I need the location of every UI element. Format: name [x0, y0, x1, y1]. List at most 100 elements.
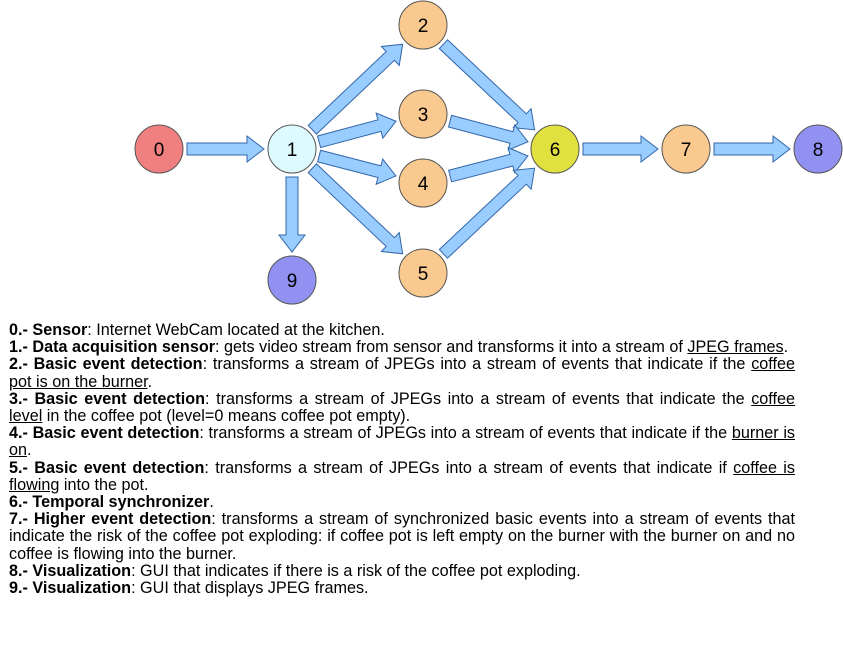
arrow-3-to-6	[447, 114, 529, 151]
legend-emphasis: coffee level	[9, 389, 796, 426]
legend-entry-3: 3.- Basic event detection: transforms a …	[9, 389, 796, 426]
legend-description: : transforms a stream of JPEGs into a st…	[205, 389, 752, 408]
edges-layer	[186, 39, 791, 259]
node-4-label: 4	[418, 174, 429, 195]
legend-number: 5.-	[9, 458, 28, 477]
legend-term: Temporal synchronizer	[32, 493, 210, 512]
legend-term: Data acquisition sensor	[32, 338, 216, 357]
node-5-circle	[398, 248, 448, 298]
legend-description: : transforms a stream of JPEGs into a st…	[204, 458, 734, 477]
legend-emphasis: coffee is flowing	[9, 458, 795, 494]
node-0-label: 0	[154, 140, 165, 161]
node-9: 9	[267, 255, 317, 305]
legend-emphasis: coffee pot is on the burner	[9, 355, 795, 391]
legend-entry-9: 9.- Visualization: GUI that displays JPE…	[9, 579, 795, 598]
arrow-5-to-6	[438, 167, 536, 259]
legend-term: Basic event detection	[32, 424, 200, 443]
legend-entry-6: 6.- Temporal synchronizer.	[9, 493, 795, 512]
arrow-1-to-4	[316, 149, 397, 186]
node-9-label: 9	[287, 271, 298, 292]
arrow-1-to-2	[307, 43, 404, 135]
legend-heading: 6.- Temporal synchronizer	[9, 493, 209, 511]
legend-description: : GUI that indicates if there is a risk …	[131, 561, 581, 580]
legend-description: : GUI that displays JPEG frames.	[131, 579, 369, 598]
node-2-circle	[398, 0, 448, 50]
arrow-1-to-9	[277, 176, 307, 253]
node-0: 0	[134, 124, 184, 174]
legend-description-end: in the coffee pot (level=0 means coffee …	[42, 407, 411, 426]
legend-number: 3.-	[9, 389, 28, 408]
legend-description: : transforms a stream of JPEGs into a st…	[202, 355, 752, 374]
legend-description-end: .	[147, 372, 153, 391]
legend-description: : transforms a stream of synchronized ba…	[9, 510, 796, 563]
legend-emphasis: burner is on	[9, 424, 796, 460]
legend-number: 2.-	[9, 355, 28, 374]
legend-heading: 9.- Visualization	[9, 579, 131, 597]
legend-description-end: into the pot.	[59, 475, 149, 494]
legend-entry-7: 7.- Higher event detection: transforms a…	[9, 511, 795, 563]
arrow-0-to-1	[186, 134, 265, 164]
arrow-4-to-6	[448, 146, 529, 183]
legend-number: 4.-	[9, 424, 28, 443]
node-7-label: 7	[681, 140, 692, 161]
legend-term: Basic event detection	[34, 389, 206, 408]
legend-term: Visualization	[32, 579, 132, 598]
node-3-label: 3	[418, 105, 429, 126]
nodes-layer: 0 1 2 3 4 5 6 7 8 9	[134, 0, 843, 305]
node-5: 5	[398, 248, 448, 298]
legend-heading: 7.- Higher event detection	[9, 510, 211, 528]
node-6-label: 6	[550, 140, 561, 161]
node-1-circle	[267, 124, 317, 174]
node-7-circle	[661, 124, 711, 174]
arrow-2-to-6	[438, 39, 536, 131]
legend-term: Higher event detection	[33, 510, 212, 529]
node-6: 6	[530, 124, 580, 174]
legend-entry-4: 4.- Basic event detection: transforms a …	[9, 424, 796, 460]
legend-description-end: .	[27, 441, 32, 460]
node-2-label: 2	[418, 16, 429, 37]
node-1-label: 1	[287, 140, 298, 161]
legend-entry-1: 1.- Data acquisition sensor: gets video …	[9, 339, 795, 356]
legend-term: Visualization	[32, 561, 132, 580]
legend-heading: 1.- Data acquisition sensor	[9, 338, 215, 356]
legend-number: 8.-	[9, 561, 28, 580]
legend-description: : gets video stream from sensor and tran…	[215, 338, 688, 357]
legend-heading: 4.- Basic event detection	[9, 424, 199, 442]
legend-term: Basic event detection	[33, 355, 203, 374]
legend-entry-5: 5.- Basic event detection: transforms a …	[9, 458, 795, 494]
legend-heading: 0.- Sensor	[9, 321, 87, 339]
arrow-1-to-3	[316, 112, 397, 149]
node-9-circle	[267, 255, 317, 305]
legend-heading: 2.- Basic event detection	[9, 355, 203, 373]
node-2: 2	[398, 0, 448, 50]
legend-number: 7.-	[9, 510, 28, 529]
legend-heading: 3.- Basic event detection	[9, 390, 205, 408]
legend-description: : transforms a stream of JPEGs into a st…	[199, 424, 732, 443]
legend-term: Sensor	[32, 321, 88, 339]
legend-emphasis: JPEG frames	[687, 338, 784, 357]
legend-number: 1.-	[9, 338, 28, 357]
node-6-circle	[530, 124, 580, 174]
legend-description: : Internet WebCam located at the kitchen…	[87, 321, 385, 339]
legend: 0.- Sensor: Internet WebCam located at t…	[9, 321, 796, 598]
node-8: 8	[793, 124, 843, 174]
arrow-7-to-8	[713, 134, 791, 164]
node-1: 1	[267, 124, 317, 174]
node-4-circle	[398, 158, 448, 208]
legend-description: .	[209, 493, 214, 512]
legend-number: 0.-	[9, 321, 28, 339]
node-3-circle	[398, 89, 448, 139]
node-7: 7	[661, 124, 711, 174]
node-5-label: 5	[418, 264, 429, 285]
arrow-6-to-7	[582, 134, 659, 164]
node-8-label: 8	[813, 140, 824, 161]
node-0-circle	[134, 124, 184, 174]
pipeline-diagram: 0 1 2 3 4 5 6 7 8 9	[134, 0, 843, 305]
legend-number: 9.-	[9, 579, 28, 598]
node-3: 3	[398, 89, 448, 139]
legend-entry-0: 0.- Sensor: Internet WebCam located at t…	[9, 321, 795, 339]
legend-heading: 5.- Basic event detection	[9, 459, 204, 477]
legend-entry-2: 2.- Basic event detection: transforms a …	[9, 355, 795, 391]
legend-term: Basic event detection	[34, 458, 205, 477]
legend-number: 6.-	[9, 493, 28, 512]
